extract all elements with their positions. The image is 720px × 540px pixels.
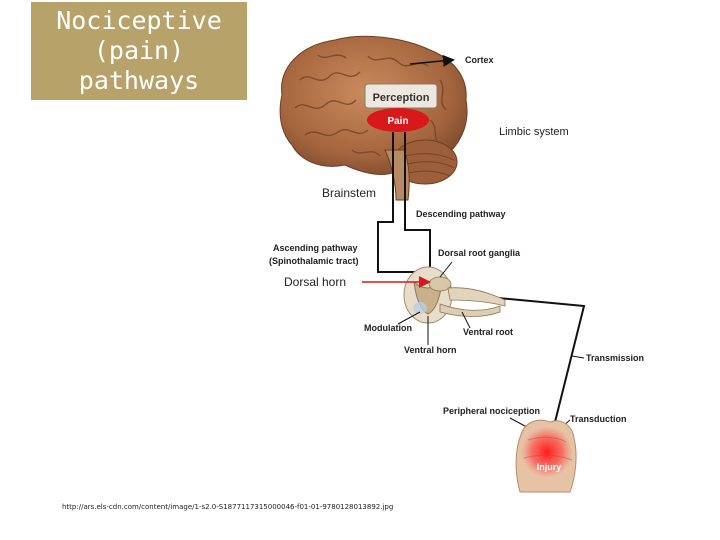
ventral-root-pointer — [461, 311, 471, 329]
title-line-1: Nociceptive — [56, 6, 222, 35]
transduction-label: Transduction — [570, 414, 627, 424]
dorsal-root-ganglia-pointer — [439, 261, 453, 278]
modulation-pointer — [397, 311, 421, 325]
injury-label: Injury — [537, 462, 562, 472]
image-source-citation: http://ars.els-cdn.com/content/image/1-s… — [62, 503, 394, 511]
dorsal-horn-label: Dorsal horn — [284, 275, 346, 289]
perception-label: Perception — [373, 92, 430, 104]
pain-label: Pain — [387, 116, 408, 127]
title-line-3: pathways — [78, 66, 200, 95]
modulation-label: Modulation — [364, 323, 412, 333]
cortex-pointer — [409, 54, 455, 67]
ascending-pathway-line — [377, 132, 418, 273]
slide-title: Nociceptive (pain) pathways — [31, 2, 247, 100]
ascending-pathway-label: Ascending pathway — [273, 243, 358, 253]
ventral-horn-label: Ventral horn — [404, 345, 457, 355]
transmission-label: Transmission — [586, 353, 644, 363]
brainstem-label: Brainstem — [322, 186, 376, 200]
cortex-label: Cortex — [465, 55, 494, 65]
dorsal-root-ganglia-label: Dorsal root ganglia — [438, 248, 521, 258]
ventral-root-label: Ventral root — [463, 327, 513, 337]
pain-badge: Pain — [367, 108, 429, 132]
injured-hand-illustration: Injury — [515, 419, 577, 493]
peripheral-nociception-label: Peripheral nociception — [443, 406, 540, 416]
spinothalamic-tract-label: (Spinothalamic tract) — [269, 256, 359, 266]
perception-box: Perception — [364, 83, 438, 109]
title-line-2: (pain) — [93, 36, 185, 65]
limbic-system-label: Limbic system — [499, 126, 569, 138]
descending-pathway-label: Descending pathway — [416, 209, 506, 219]
descending-pathway-line — [404, 132, 431, 280]
transmission-pointer — [571, 355, 585, 359]
spinal-cord-illustration — [403, 266, 506, 324]
